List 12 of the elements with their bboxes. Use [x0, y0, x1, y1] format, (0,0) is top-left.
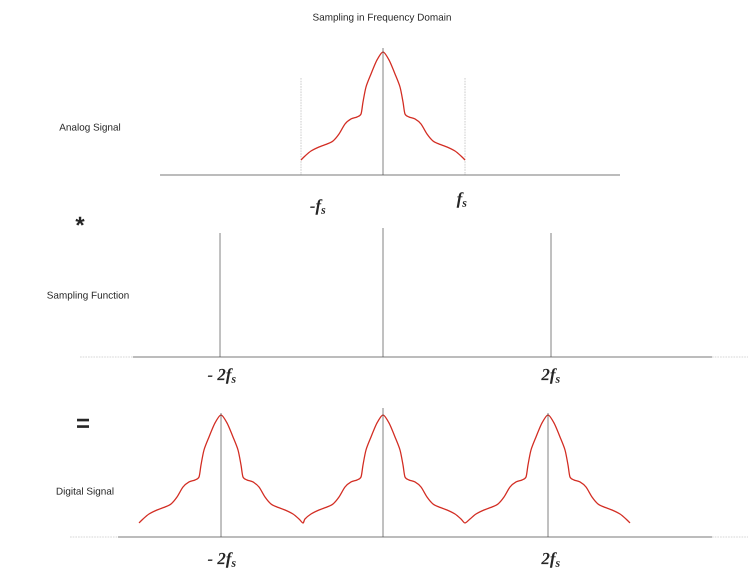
title: Sampling in Frequency Domain: [312, 13, 451, 23]
operator-symbol: *: [75, 216, 85, 226]
tick-label: 2f$_{s}$: [541, 552, 560, 568]
operator-symbol: =: [77, 418, 89, 428]
signal-label: Digital Signal: [56, 487, 114, 497]
tick-label: - 2f$_{s}$: [208, 552, 236, 568]
tick-label: f$_{s}$: [456, 192, 467, 208]
tick-label: - 2f$_{s}$: [208, 368, 236, 384]
signal-label: Analog Signal: [59, 123, 120, 133]
signal-label: Sampling Function: [47, 291, 129, 301]
tick-label: -f$_{s}$: [310, 199, 326, 215]
tick-label: 2f$_{s}$: [541, 368, 560, 384]
